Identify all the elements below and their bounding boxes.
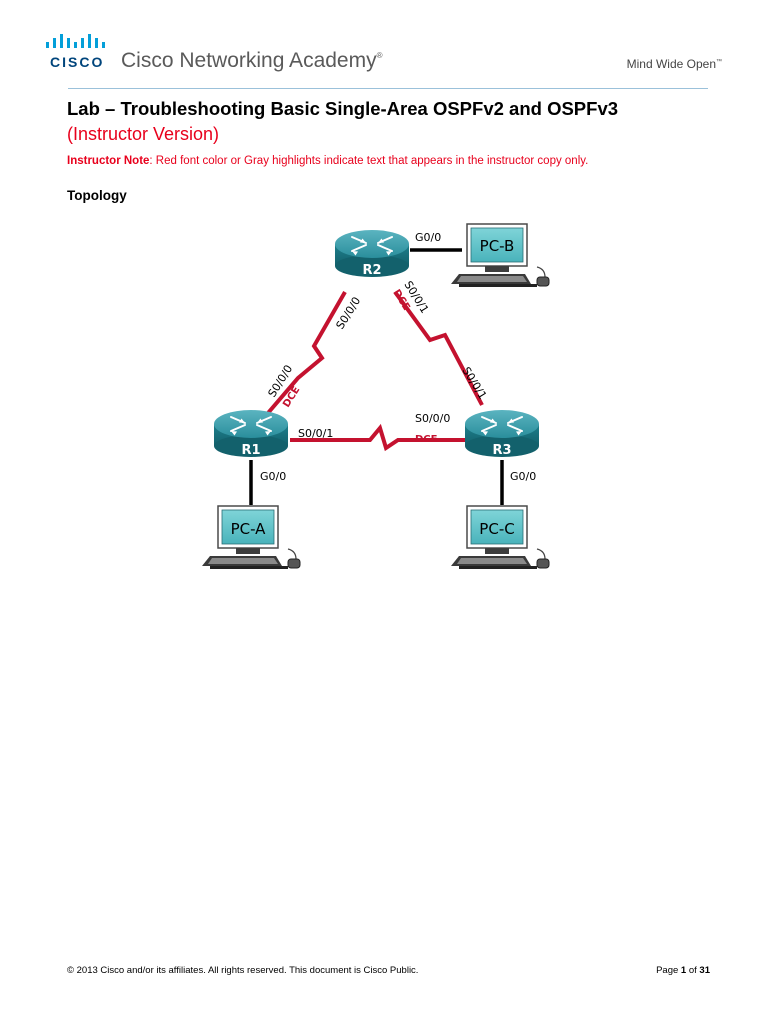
- router-r1-label: R1: [241, 443, 260, 458]
- academy-name: Cisco Networking Academy®: [121, 49, 383, 73]
- instructor-note-text: : Red font color or Gray highlights indi…: [149, 155, 589, 167]
- link-r2-r3: [393, 290, 484, 406]
- cisco-logo-icon: [46, 34, 105, 48]
- page-header: CISCO Cisco Networking Academy® Mind Wid…: [0, 0, 768, 90]
- r1-dce-label: DCE: [281, 385, 302, 410]
- pc-a-label: PC-A: [231, 520, 267, 538]
- page-current: 1: [680, 965, 687, 976]
- section-heading-topology: Topology: [67, 188, 127, 203]
- pc-b[interactable]: PC-B: [450, 223, 550, 288]
- router-r2[interactable]: R2: [334, 229, 410, 278]
- footer-page-number: Page 1 of 31: [656, 965, 710, 976]
- pc-a[interactable]: PC-A: [201, 505, 301, 570]
- footer-copyright: © 2013 Cisco and/or its affiliates. All …: [67, 965, 419, 976]
- r3-s001-label: S0/0/1: [459, 365, 489, 402]
- tagline-text: Mind Wide Open: [626, 57, 716, 71]
- page-word: Page: [656, 965, 679, 976]
- link-r1-r3: [290, 423, 465, 452]
- cisco-logo-text: CISCO: [50, 54, 105, 70]
- r2-g0-label: G0/0: [415, 231, 441, 244]
- pc-c-label: PC-C: [479, 520, 514, 538]
- page-title: Lab – Troubleshooting Basic Single-Area …: [67, 98, 619, 119]
- r1-s001-label: S0/0/1: [298, 427, 333, 440]
- r3-dce-label: DCE: [415, 434, 438, 445]
- instructor-note: Instructor Note: Red font color or Gray …: [67, 155, 588, 167]
- router-r1[interactable]: R1: [213, 409, 289, 458]
- page-subtitle: (Instructor Version): [67, 124, 220, 144]
- pc-b-label: PC-B: [480, 237, 515, 255]
- r1-g0-label: G0/0: [260, 470, 286, 483]
- router-r3-label: R3: [492, 443, 511, 458]
- page-of: of: [688, 965, 697, 976]
- r3-s000-label: S0/0/0: [415, 412, 450, 425]
- instructor-note-label: Instructor Note: [67, 155, 150, 167]
- router-r3[interactable]: R3: [464, 409, 540, 458]
- academy-name-text: Cisco Networking Academy: [121, 49, 377, 72]
- router-r2-label: R2: [362, 263, 381, 278]
- trademark-mark: ™: [716, 59, 722, 65]
- pc-c[interactable]: PC-C: [450, 505, 550, 570]
- header-divider: [68, 88, 708, 89]
- registered-mark: ®: [376, 51, 383, 60]
- link-r1-r2: [260, 291, 347, 422]
- page-total: 31: [699, 965, 710, 976]
- r3-g0-label: G0/0: [510, 470, 536, 483]
- tagline: Mind Wide Open™: [627, 57, 722, 71]
